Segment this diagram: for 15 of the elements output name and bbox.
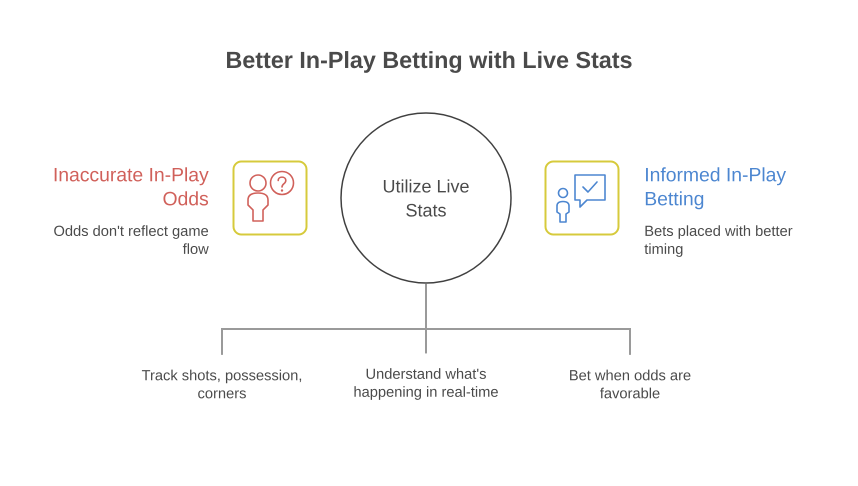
connector-line [426,328,631,355]
description: Odds don't reflect game flow [54,225,209,254]
text-label: Track shots, possession, corners [142,370,302,398]
circle-node: Utilize Live Stats [340,112,512,284]
text-label: Bet when odds are favorable [570,370,690,398]
connector-line [425,329,427,354]
text-label: Understand what's happening in real-time [354,368,498,400]
icon-box [232,160,308,236]
heading: Informed In-Play Betting [646,167,786,210]
title: Better In-Play Betting with Live Stats [227,51,632,73]
heading: Inaccurate In-Play Odds [54,167,209,206]
connector-line [425,284,427,329]
icon-box [544,160,620,236]
connector-line [221,328,426,355]
description: Bets placed with better timing [644,225,792,257]
